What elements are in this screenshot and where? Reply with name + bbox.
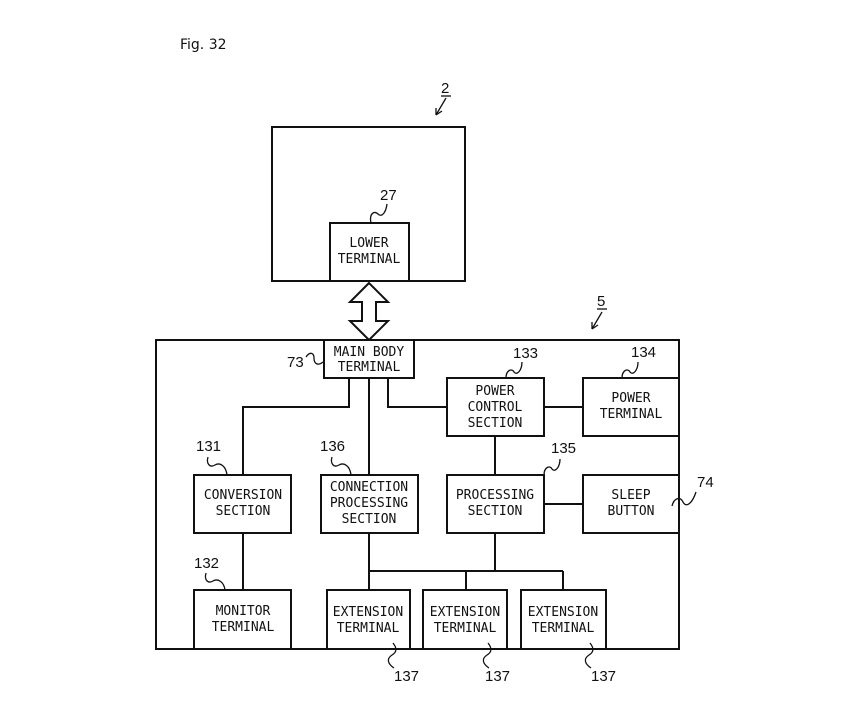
conversion-section-box bbox=[193, 474, 292, 534]
block-extension-terminal-3: EXTENSION TERMINAL 137 bbox=[520, 589, 616, 685]
extension-terminal-1-line-1: EXTENSION bbox=[333, 605, 403, 620]
extension-terminal-1-line-2: TERMINAL bbox=[337, 621, 400, 636]
power-control-line-3: SECTION bbox=[468, 416, 523, 431]
power-control-section-box bbox=[446, 377, 545, 437]
processing-line-2: SECTION bbox=[468, 504, 523, 519]
block-power-terminal: POWER TERMINAL 134 bbox=[582, 344, 680, 437]
sleep-button-line-2: BUTTON bbox=[608, 504, 655, 519]
extension-terminal-1-ref: 137 bbox=[394, 668, 419, 685]
bidirectional-arrow-icon bbox=[347, 281, 391, 342]
extension-terminal-1-leader bbox=[387, 642, 397, 669]
conversion-leader bbox=[206, 456, 228, 476]
connection-processing-leader bbox=[330, 456, 352, 476]
block-power-control-section: POWER CONTROL SECTION 133 bbox=[446, 345, 545, 437]
figure-title: Fig. 32 bbox=[180, 37, 227, 53]
extension-terminal-3-leader bbox=[584, 642, 594, 669]
power-terminal-leader bbox=[621, 361, 639, 379]
device-5-ref: 5 bbox=[597, 293, 605, 310]
power-control-line-2: CONTROL bbox=[468, 400, 523, 415]
extension-terminal-2-leader bbox=[482, 642, 492, 669]
sleep-button-leader bbox=[671, 491, 697, 507]
device-2-ref: 2 bbox=[441, 80, 449, 97]
wire-main-to-conversion bbox=[242, 378, 350, 475]
monitor-terminal-ref: 132 bbox=[194, 555, 219, 572]
extension-terminal-2-ref: 137 bbox=[485, 668, 510, 685]
wires bbox=[242, 378, 583, 590]
lower-terminal-line-1: LOWER bbox=[349, 236, 388, 251]
extension-terminal-3-line-1: EXTENSION bbox=[528, 605, 598, 620]
wire-connection-bus bbox=[368, 533, 563, 572]
connection-processing-ref: 136 bbox=[320, 438, 345, 455]
conversion-line-1: CONVERSION bbox=[204, 488, 282, 503]
main-body-terminal-line-2: TERMINAL bbox=[338, 360, 401, 375]
monitor-terminal-line-1: MONITOR bbox=[216, 604, 271, 619]
monitor-terminal-leader bbox=[204, 572, 226, 591]
power-control-ref: 133 bbox=[513, 345, 538, 362]
processing-line-1: PROCESSING bbox=[456, 488, 534, 503]
conversion-ref: 131 bbox=[196, 438, 221, 455]
main-body-terminal-box bbox=[323, 339, 415, 379]
extension-terminal-3-ref: 137 bbox=[591, 668, 616, 685]
extension-terminal-1-box bbox=[326, 589, 411, 650]
wire-main-to-power-control bbox=[387, 378, 447, 408]
processing-leader bbox=[543, 458, 561, 476]
block-lower-terminal: LOWER TERMINAL 27 bbox=[329, 187, 410, 282]
connection-processing-box bbox=[320, 474, 419, 534]
main-body-terminal-ref: 73 bbox=[287, 354, 304, 371]
block-monitor-terminal: MONITOR TERMINAL 132 bbox=[193, 555, 292, 650]
lower-terminal-leader bbox=[369, 203, 388, 224]
extension-terminal-3-box bbox=[520, 589, 607, 650]
connection-processing-line-1: CONNECTION bbox=[330, 480, 408, 495]
extension-terminal-2-box bbox=[422, 589, 508, 650]
block-processing-section: PROCESSING SECTION 135 bbox=[446, 440, 576, 534]
power-control-line-1: POWER bbox=[475, 384, 514, 399]
block-extension-terminal-1: EXTENSION TERMINAL 137 bbox=[326, 589, 419, 685]
extension-terminal-3-line-2: TERMINAL bbox=[532, 621, 595, 636]
extension-terminal-2-line-1: EXTENSION bbox=[430, 605, 500, 620]
block-extension-terminal-2: EXTENSION TERMINAL 137 bbox=[422, 589, 510, 685]
connection-processing-line-2: PROCESSING bbox=[330, 496, 408, 511]
monitor-terminal-box bbox=[193, 589, 292, 650]
lower-terminal-ref: 27 bbox=[380, 187, 397, 204]
block-connection-processing-section: CONNECTION PROCESSING SECTION 136 bbox=[320, 438, 419, 534]
monitor-terminal-line-2: TERMINAL bbox=[212, 620, 275, 635]
sleep-button-ref: 74 bbox=[697, 474, 714, 491]
power-control-leader bbox=[505, 361, 523, 379]
main-body-terminal-leader bbox=[305, 352, 324, 365]
extension-terminal-2-line-2: TERMINAL bbox=[434, 621, 497, 636]
block-sleep-button: SLEEP BUTTON 74 bbox=[582, 474, 714, 534]
sleep-button-box bbox=[582, 474, 680, 534]
device-2-pointer-arrow bbox=[435, 97, 447, 116]
block-main-body-terminal: MAIN BODY TERMINAL 73 bbox=[287, 339, 415, 379]
main-body-terminal-line-1: MAIN BODY bbox=[334, 345, 405, 360]
lower-terminal-line-2: TERMINAL bbox=[338, 252, 401, 267]
power-terminal-ref: 134 bbox=[631, 344, 656, 361]
sleep-button-line-1: SLEEP bbox=[611, 488, 650, 503]
conversion-line-2: SECTION bbox=[216, 504, 271, 519]
connection-processing-line-3: SECTION bbox=[342, 512, 397, 527]
processing-ref: 135 bbox=[551, 440, 576, 457]
processing-section-box bbox=[446, 474, 545, 534]
block-conversion-section: CONVERSION SECTION 131 bbox=[193, 438, 292, 534]
power-terminal-box bbox=[582, 377, 680, 437]
device-5-pointer-arrow bbox=[591, 311, 603, 330]
power-terminal-line-2: TERMINAL bbox=[600, 407, 663, 422]
lower-terminal-box bbox=[329, 222, 410, 282]
power-terminal-line-1: POWER bbox=[611, 391, 650, 406]
